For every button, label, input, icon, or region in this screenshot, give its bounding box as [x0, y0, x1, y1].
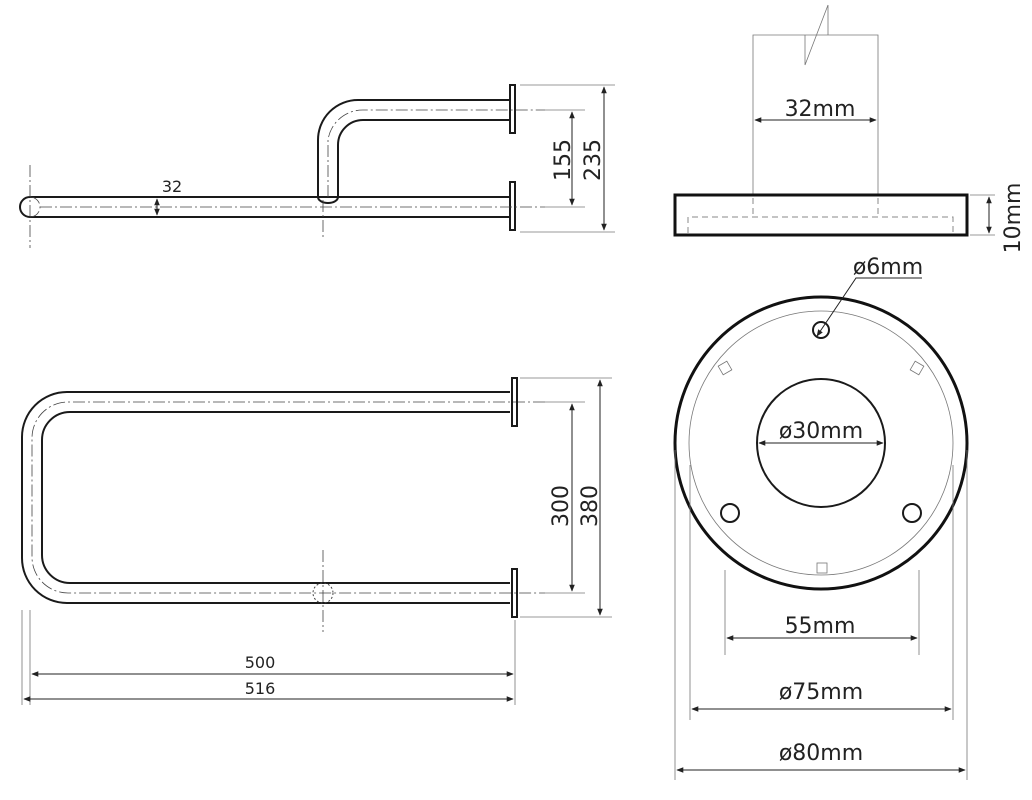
outer-diameter-label: ø80mm [779, 741, 863, 766]
depth-380-label: 380 [578, 485, 603, 527]
u-tube [21, 391, 510, 604]
flange-bottom [511, 568, 518, 618]
thickness-label: 10mm [1001, 183, 1026, 254]
length-500-label: 500 [245, 653, 276, 672]
inner-circle [688, 310, 954, 576]
inner-diameter-label: ø75mm [779, 680, 863, 705]
screw-hole-label: ø6mm [853, 255, 923, 280]
screw-hole-left [720, 503, 740, 523]
screw-hole-right [902, 503, 922, 523]
flange-side-view: 32mm 10mm [673, 4, 1026, 254]
upper-tube [317, 99, 510, 197]
height-155-label: 155 [551, 139, 576, 181]
center-hole-label: ø30mm [779, 419, 863, 444]
side-view: 32 155 235 [19, 84, 615, 248]
outer-circle [673, 295, 969, 591]
plate [673, 193, 969, 237]
tube-diameter-label: 32 [162, 177, 182, 196]
height-235-label: 235 [581, 139, 606, 181]
flange-upper [509, 84, 516, 134]
flange-front-view: ø6mm ø30mm 55mm ø75mm ø80mm [673, 255, 969, 780]
depth-300-label: 300 [549, 485, 574, 527]
lower-tube [19, 196, 510, 218]
hole-spacing-label: 55mm [785, 614, 856, 639]
screw-hole-top [812, 321, 830, 339]
flange-top [511, 377, 518, 427]
tube-width-label: 32mm [785, 97, 856, 122]
length-516-label: 516 [245, 679, 276, 698]
center-hole [756, 378, 886, 508]
top-view: 300 380 500 516 [21, 377, 612, 705]
flange-lower [509, 181, 516, 231]
